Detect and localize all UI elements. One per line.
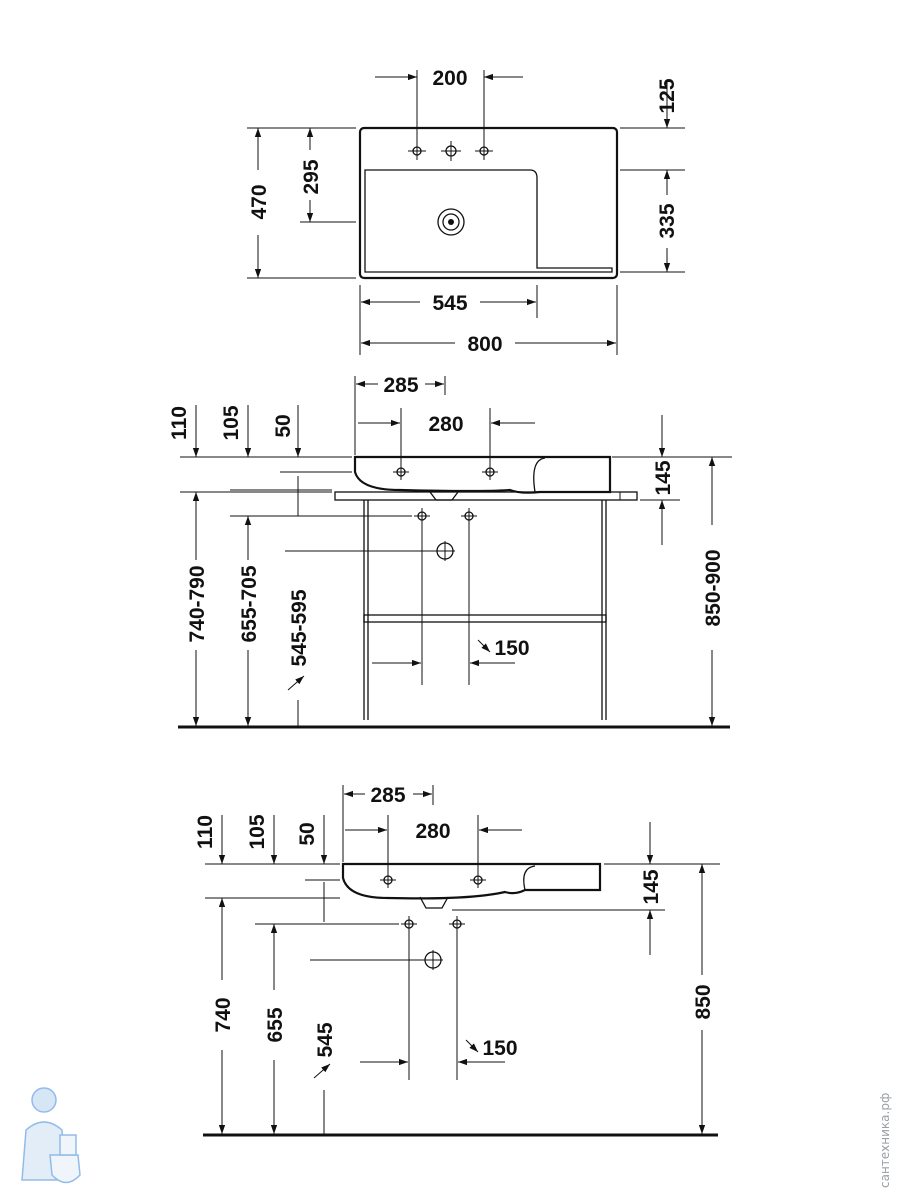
basin-profile-console: [353, 455, 612, 494]
dim-110-console: 110: [168, 406, 191, 440]
dim-110-wall: 110: [194, 815, 217, 849]
lower-rail: [363, 614, 607, 623]
basin-outline-top: [358, 126, 619, 280]
dim-trap-clearance-wall: 150: [482, 1037, 517, 1060]
dim-total-height-range: 850-900: [702, 549, 725, 626]
drain-icon: [437, 208, 465, 236]
dim-105-wall: 105: [246, 814, 269, 849]
dim-outlet-range: 740-790: [186, 565, 209, 642]
dim-waste-height: 545: [314, 1022, 337, 1057]
dim-total-depth: 470: [248, 184, 271, 219]
dim-total-width: 800: [467, 333, 502, 356]
dim-rim-height-wall: 145: [640, 869, 663, 904]
front-view-console: 285 280 110 105 50 740-790 655-705 545-5…: [168, 374, 732, 729]
dim-valve-spacing-wall: 280: [415, 820, 450, 843]
dim-50-console: 50: [272, 414, 295, 437]
dim-rim-height-console: 145: [652, 460, 675, 495]
tap-holes: [408, 141, 493, 161]
dim-105-console: 105: [220, 405, 243, 440]
dim-outlet-height: 740: [212, 997, 235, 1032]
top-view: 200 125 470 295 335 545 800: [247, 67, 685, 356]
watermark-text: сантехника.рф: [878, 1093, 892, 1188]
plumber-logo-icon: [21, 1087, 81, 1184]
bowl-outline-top: [364, 169, 613, 273]
console-legs: [363, 500, 607, 720]
dim-bowl-width: 545: [432, 292, 467, 315]
dim-faucet-spacing: 200: [432, 67, 467, 90]
dim-valve-height: 655: [264, 1007, 287, 1042]
dim-waste-offset-wall: 285: [370, 784, 405, 807]
dim-trap-clearance-console: 150: [494, 637, 529, 660]
console-shelf: [334, 491, 638, 501]
dim-tap-to-drain: 295: [300, 159, 323, 194]
dim-waste-offset-console: 285: [383, 374, 418, 397]
basin-profile-wall: [341, 862, 602, 900]
dim-bowl-depth: 335: [656, 203, 679, 238]
dim-valve-range: 655-705: [238, 565, 261, 642]
dim-waste-range: 545-595: [288, 589, 311, 666]
dim-total-height: 850: [692, 984, 715, 1019]
front-view-wall: 285 280 110 105 50 740 655 545: [194, 784, 720, 1137]
dim-50-wall: 50: [296, 822, 319, 845]
dim-valve-spacing-console: 280: [428, 413, 463, 436]
dim-back-to-tap: 125: [656, 78, 679, 113]
